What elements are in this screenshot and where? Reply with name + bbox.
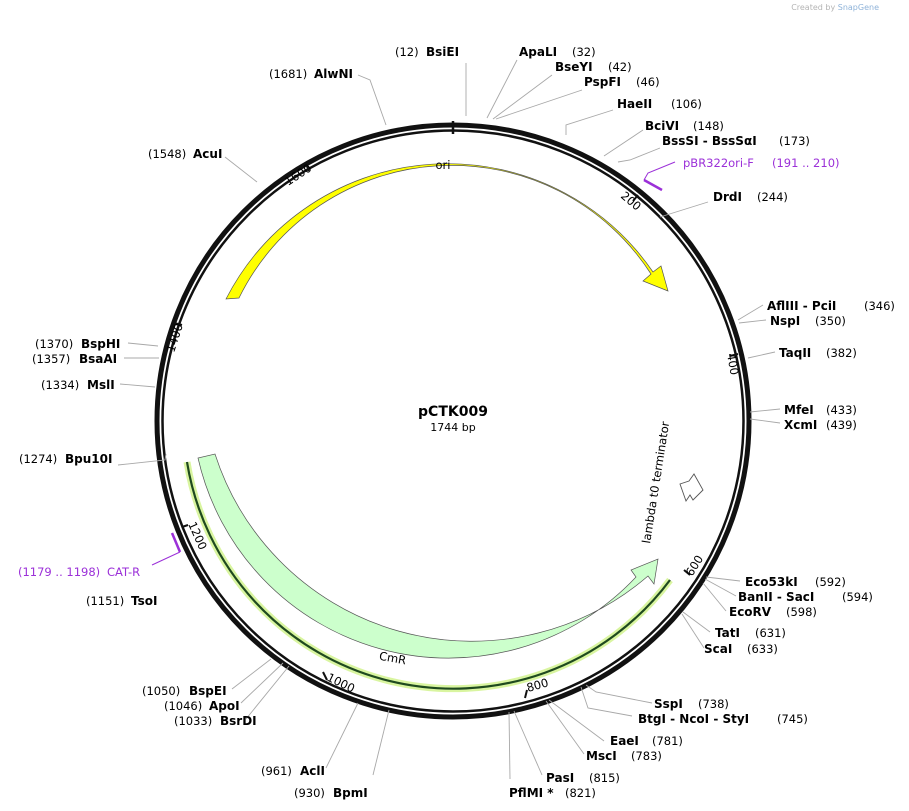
plasmid-name: pCTK009 (418, 404, 488, 420)
site-nspi-pos: (350) (815, 314, 846, 328)
site-eaei-pos: (781) (652, 734, 683, 748)
primer-pbr322ori-f-label: pBR322ori-F (683, 156, 754, 170)
site-apoi-pos: (1046) (164, 699, 202, 713)
site-msli-label: MslI (87, 378, 115, 392)
site-bcivi-label: BciVI (645, 119, 679, 133)
cmr-feature: CmR (183, 453, 673, 693)
site-bsrdi-pos: (1033) (174, 714, 212, 728)
site-taqii-pos: (382) (826, 346, 857, 360)
site-acui-pos: (1548) (148, 147, 186, 161)
site-bcivi-pos: (148) (693, 119, 724, 133)
snapgene-brand: SnapGene (837, 3, 879, 12)
site-bsphi-pos: (1370) (35, 337, 73, 351)
cmr-label: CmR (378, 649, 407, 668)
site-sspi-label: SspI (654, 697, 683, 711)
site-afliii-pcii-label: AflIII - PciI (767, 299, 836, 313)
lambda-t0-terminator-feature: lambda t0 terminator (639, 420, 704, 544)
site-bsaai-label: BsaAI (79, 352, 117, 366)
primer-pbr322ori-f: pBR322ori-F (191 .. 210) (643, 156, 840, 192)
site-ecorv-label: EcoRV (729, 605, 772, 619)
site-bsphi-label: BspHI (81, 337, 120, 351)
site-bpmi-pos: (930) (294, 786, 325, 800)
site-acui-label: AcuI (193, 147, 222, 161)
site-acli-label: AclI (300, 764, 325, 778)
primer-cat-r: (1179 .. 1198) CAT-R (18, 532, 182, 579)
site-tati-label: TatI (715, 626, 740, 640)
site-ecorv-pos: (598) (786, 605, 817, 619)
site-pspfi-label: PspFI (584, 75, 621, 89)
site-drdi-pos: (244) (757, 190, 788, 204)
site-banii-saci-label: BanII - SacI (738, 590, 814, 604)
site-mfei-label: MfeI (784, 403, 814, 417)
site-haeii-label: HaeII (617, 97, 652, 111)
tick-800: 800 (525, 675, 550, 695)
site-eaei-label: EaeI (610, 734, 639, 748)
site-bpu10i-pos: (1274) (19, 452, 57, 466)
site-taqii-label: TaqII (779, 346, 811, 360)
site-pflmi-pos: (821) (565, 786, 596, 800)
site-afliii-pcii-pos: (346) (864, 299, 895, 313)
site-bseyi-pos: (42) (608, 60, 632, 74)
site-bspei-pos: (1050) (142, 684, 180, 698)
lambda-t0-terminator-label: lambda t0 terminator (639, 420, 672, 544)
site-bseyi-label: BseYI (555, 60, 593, 74)
site-msci-label: MscI (586, 749, 617, 763)
site-btgi-ncoi-styi-pos: (745) (777, 712, 808, 726)
site-bspei-label: BspEI (189, 684, 227, 698)
site-bsssi-bsssai-label: BssSI - BssSαI (662, 134, 757, 148)
site-nspi-label: NspI (770, 314, 800, 328)
site-bsssi-bsssai-pos: (173) (779, 134, 810, 148)
credit-text: Created by (791, 3, 836, 12)
tick-400: 400 (724, 352, 742, 376)
site-pasi-label: PasI (546, 771, 574, 785)
site-xcmi-label: XcmI (784, 418, 817, 432)
site-pasi-pos: (815) (589, 771, 620, 785)
site-drdi-label: DrdI (713, 190, 742, 204)
site-leader-lines (117, 59, 781, 780)
site-btgi-ncoi-styi-label: BtgI - NcoI - StyI (638, 712, 749, 726)
site-eco53ki-label: Eco53kI (745, 575, 798, 589)
site-tsoi-pos: (1151) (86, 594, 124, 608)
restriction-site-labels: (12) BsiEI ApaLI (32) BseYI (42) PspFI (… (19, 45, 895, 800)
site-sspi-pos: (738) (698, 697, 729, 711)
site-bpmi-label: BpmI (333, 786, 368, 800)
ori-feature: ori (225, 158, 669, 300)
tick-600: 600 (683, 553, 707, 579)
site-bsrdi-label: BsrDI (220, 714, 257, 728)
site-eco53ki-pos: (592) (815, 575, 846, 589)
site-scai-pos: (633) (747, 642, 778, 656)
site-bsaai-pos: (1357) (32, 352, 70, 366)
site-alwni-label: AlwNI (314, 67, 353, 81)
site-pflmi-label: PflMI * (509, 786, 554, 800)
site-tsoi-label: TsoI (131, 594, 157, 608)
site-acli-pos: (961) (261, 764, 292, 778)
primer-cat-r-pos: (1179 .. 1198) (18, 565, 100, 579)
site-bsiei-label: BsiEI (426, 45, 459, 59)
site-tati-pos: (631) (755, 626, 786, 640)
ori-label: ori (436, 158, 451, 172)
site-msci-pos: (783) (631, 749, 662, 763)
site-haeii-pos: (106) (671, 97, 702, 111)
site-banii-saci-pos: (594) (842, 590, 873, 604)
plasmid-size: 1744 bp (430, 421, 475, 434)
site-apali-label: ApaLI (519, 45, 557, 59)
primer-cat-r-label: CAT-R (107, 565, 140, 579)
primer-pbr322ori-f-pos: (191 .. 210) (772, 156, 840, 170)
site-pspfi-pos: (46) (636, 75, 660, 89)
site-bsiei-pos: (12) (395, 45, 419, 59)
tick-1400: 1400 (164, 322, 186, 354)
snapgene-credit: Created by SnapGene (791, 3, 879, 12)
site-xcmi-pos: (439) (826, 418, 857, 432)
site-apali-pos: (32) (572, 45, 596, 59)
site-scai-label: ScaI (704, 642, 732, 656)
site-msli-pos: (1334) (41, 378, 79, 392)
site-bpu10i-label: Bpu10I (65, 452, 112, 466)
site-apoi-label: ApoI (209, 699, 240, 713)
site-alwni-pos: (1681) (269, 67, 307, 81)
site-mfei-pos: (433) (826, 403, 857, 417)
